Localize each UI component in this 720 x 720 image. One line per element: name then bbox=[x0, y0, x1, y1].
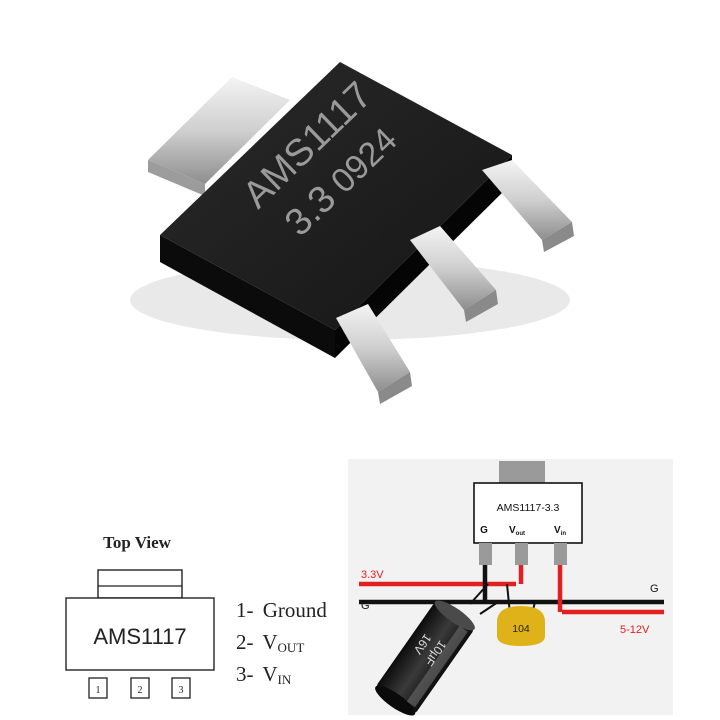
legend-item-1: 1- Ground bbox=[236, 598, 327, 622]
tab-lead bbox=[148, 77, 290, 196]
chip-label: AMS1117 bbox=[93, 624, 186, 649]
ceramic-capacitor: 104 bbox=[497, 583, 545, 646]
chip-outline bbox=[65, 597, 215, 671]
chip-body-side bbox=[160, 235, 335, 358]
pin-3: 3 bbox=[171, 677, 191, 699]
pin-1: 1 bbox=[88, 677, 108, 699]
chip-photo: AMS1117 3.3 0924 bbox=[48, 0, 678, 428]
ic-tab bbox=[499, 461, 545, 483]
ic-pin-g bbox=[479, 543, 492, 565]
tab-outline bbox=[97, 569, 183, 599]
front-lead-3 bbox=[482, 160, 574, 252]
ic-pin-g-label: G bbox=[480, 525, 488, 536]
circuit-diagram: AMS1117-3.3 G Vout Vin 3.3V G G 5-12V 10… bbox=[348, 459, 673, 716]
pin-1-label: 1 bbox=[96, 685, 101, 696]
label-g-right: G bbox=[650, 583, 659, 595]
ic-label: AMS1117-3.3 bbox=[497, 502, 560, 514]
electrolytic-capacitor: 10µF 16V bbox=[375, 583, 499, 716]
legend-item-2: 2- VOUT bbox=[236, 630, 304, 655]
ic-pin-vout bbox=[515, 543, 528, 565]
top-view-title: Top View bbox=[103, 533, 172, 552]
chip-body-top bbox=[160, 62, 512, 330]
ic-pin-vout-label: Vout bbox=[509, 525, 525, 537]
label-5-12v: 5-12V bbox=[620, 624, 650, 636]
pin-3-label: 3 bbox=[179, 685, 184, 696]
pin-2-label: 2 bbox=[138, 685, 143, 696]
front-lead-2 bbox=[410, 226, 498, 322]
ceramic-capacitor-label: 104 bbox=[512, 623, 530, 635]
pin-legend: 1- Ground 2- VOUT 3- VIN bbox=[236, 598, 327, 687]
label-g-left: G bbox=[361, 600, 370, 612]
pin-2: 2 bbox=[130, 677, 150, 699]
front-lead-1 bbox=[336, 304, 412, 404]
label-3v3: 3.3V bbox=[361, 569, 384, 581]
top-view-diagram: Top View AMS1117 1 2 3 1- Ground 2- VOUT bbox=[65, 533, 327, 699]
ic-pin-vin-label: Vin bbox=[554, 525, 566, 537]
ic-body bbox=[473, 482, 583, 544]
legend-item-3: 3- VIN bbox=[236, 662, 292, 687]
ic-pin-vin bbox=[554, 543, 567, 565]
